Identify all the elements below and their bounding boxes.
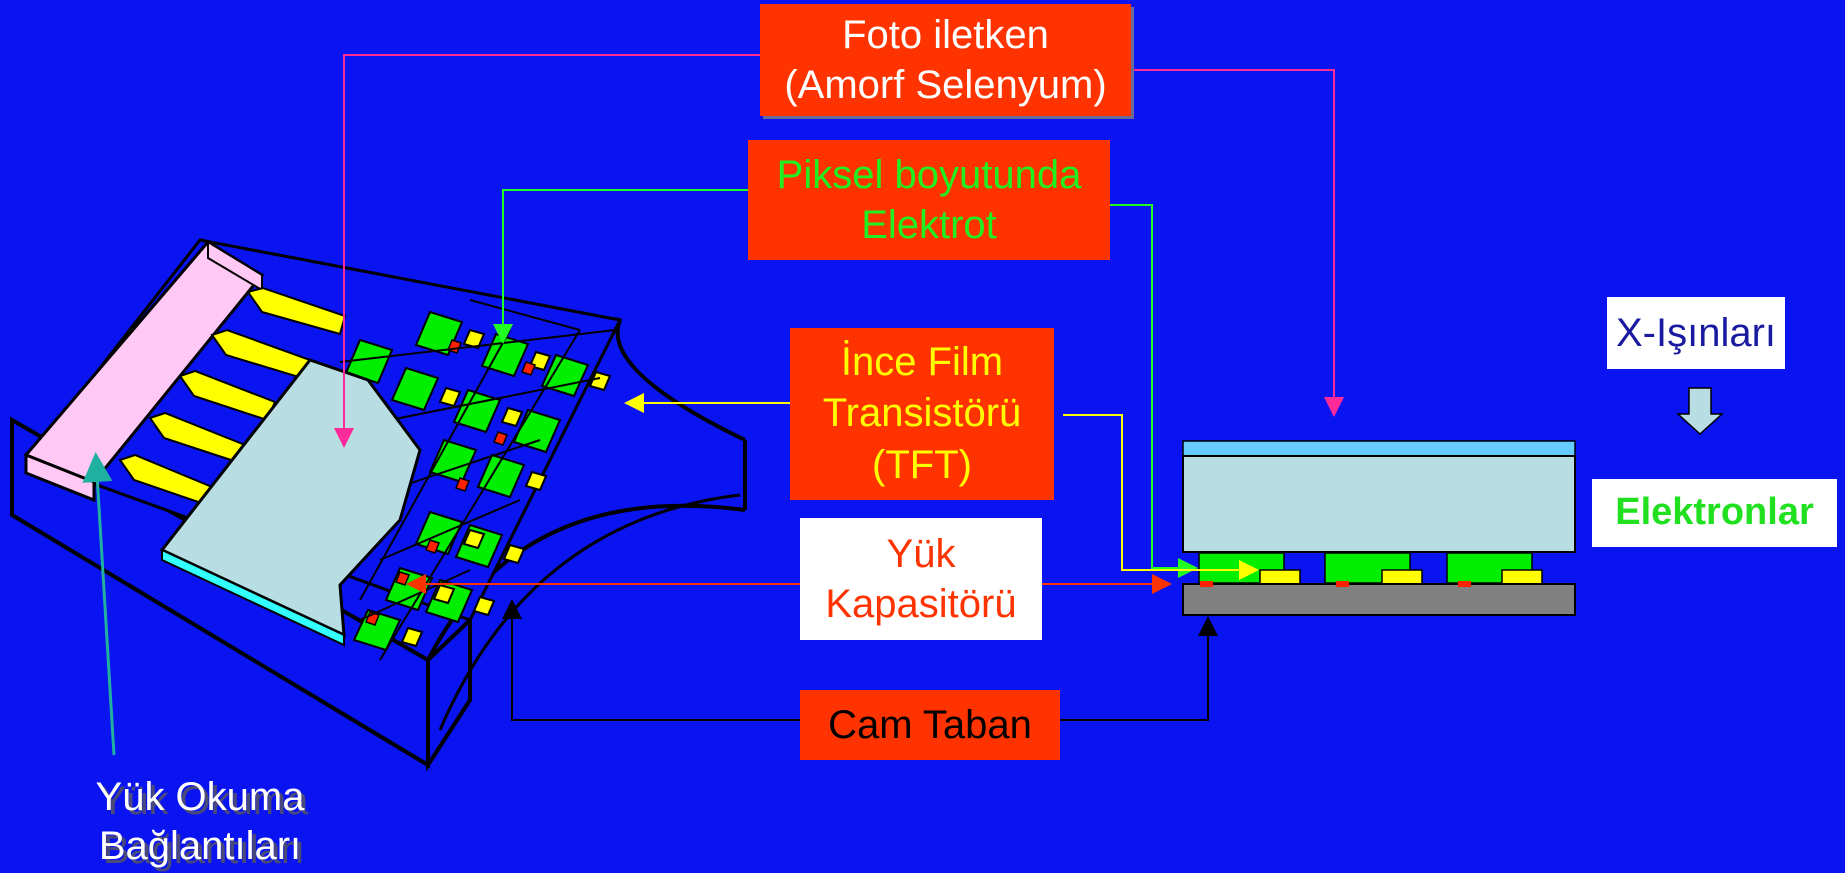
curved-plate-front-arc-2 bbox=[438, 493, 741, 731]
label-tft-line3: (TFT) bbox=[872, 442, 972, 487]
callout-tft-right bbox=[1063, 414, 1259, 580]
label-elektron-text: Elektronlar bbox=[1615, 491, 1814, 534]
label-foto-line1: Foto iletken bbox=[842, 13, 1049, 57]
cross-section bbox=[1182, 440, 1576, 616]
label-tft-line1: İnce Film bbox=[840, 340, 1004, 385]
readout-leads bbox=[118, 286, 347, 506]
label-yukokuma-line2: Bağlantıları bbox=[98, 824, 302, 868]
label-piksel-line1: Piksel boyutunda bbox=[776, 153, 1082, 197]
label-xray-text: X-Işınları bbox=[1615, 311, 1777, 355]
callout-cam-right bbox=[1060, 616, 1218, 721]
readout-strip-side bbox=[24, 452, 96, 503]
curved-plate-arc bbox=[615, 319, 746, 442]
top-electrode-layer bbox=[1182, 440, 1576, 457]
base-block-side bbox=[426, 615, 472, 772]
label-tft-line2: Transistörü bbox=[822, 391, 1022, 436]
glass-base bbox=[1182, 583, 1576, 616]
label-cam-taban: Cam Taban bbox=[800, 690, 1060, 760]
label-yuk-line2: Kapasitörü bbox=[825, 582, 1017, 626]
selenium-layer bbox=[1182, 455, 1576, 553]
photoconductor-edge bbox=[161, 548, 345, 647]
photoconductor-layer bbox=[159, 358, 422, 638]
tft-array bbox=[400, 328, 612, 648]
label-yuk-line1: Yük bbox=[886, 532, 956, 576]
callout-foto-right bbox=[1130, 69, 1344, 417]
callout-yukokuma bbox=[82, 452, 116, 756]
callout-foto-left bbox=[334, 54, 762, 448]
label-cam-text: Cam Taban bbox=[828, 703, 1032, 747]
pixel-electrodes bbox=[1198, 552, 1533, 584]
label-foto-iletken: Foto iletken (Amorf Selenyum) bbox=[760, 4, 1131, 116]
callout-lines bbox=[82, 54, 1344, 756]
x-ray-arrow-icon bbox=[1676, 387, 1724, 436]
callout-piksel-right bbox=[1095, 204, 1198, 578]
label-foto-line2: (Amorf Selenyum) bbox=[784, 63, 1107, 107]
callout-cam-left bbox=[502, 599, 800, 721]
callout-piksel-left bbox=[493, 189, 750, 344]
detector-3d-view bbox=[10, 238, 747, 772]
capacitor-marks bbox=[1200, 581, 1471, 587]
label-piksel-line2: Elektrot bbox=[861, 203, 997, 247]
label-yukokuma-line1: Yük Okuma bbox=[95, 775, 305, 820]
label-x-isinlari: X-Işınları bbox=[1607, 297, 1785, 369]
label-elektronlar: Elektronlar bbox=[1592, 479, 1837, 547]
